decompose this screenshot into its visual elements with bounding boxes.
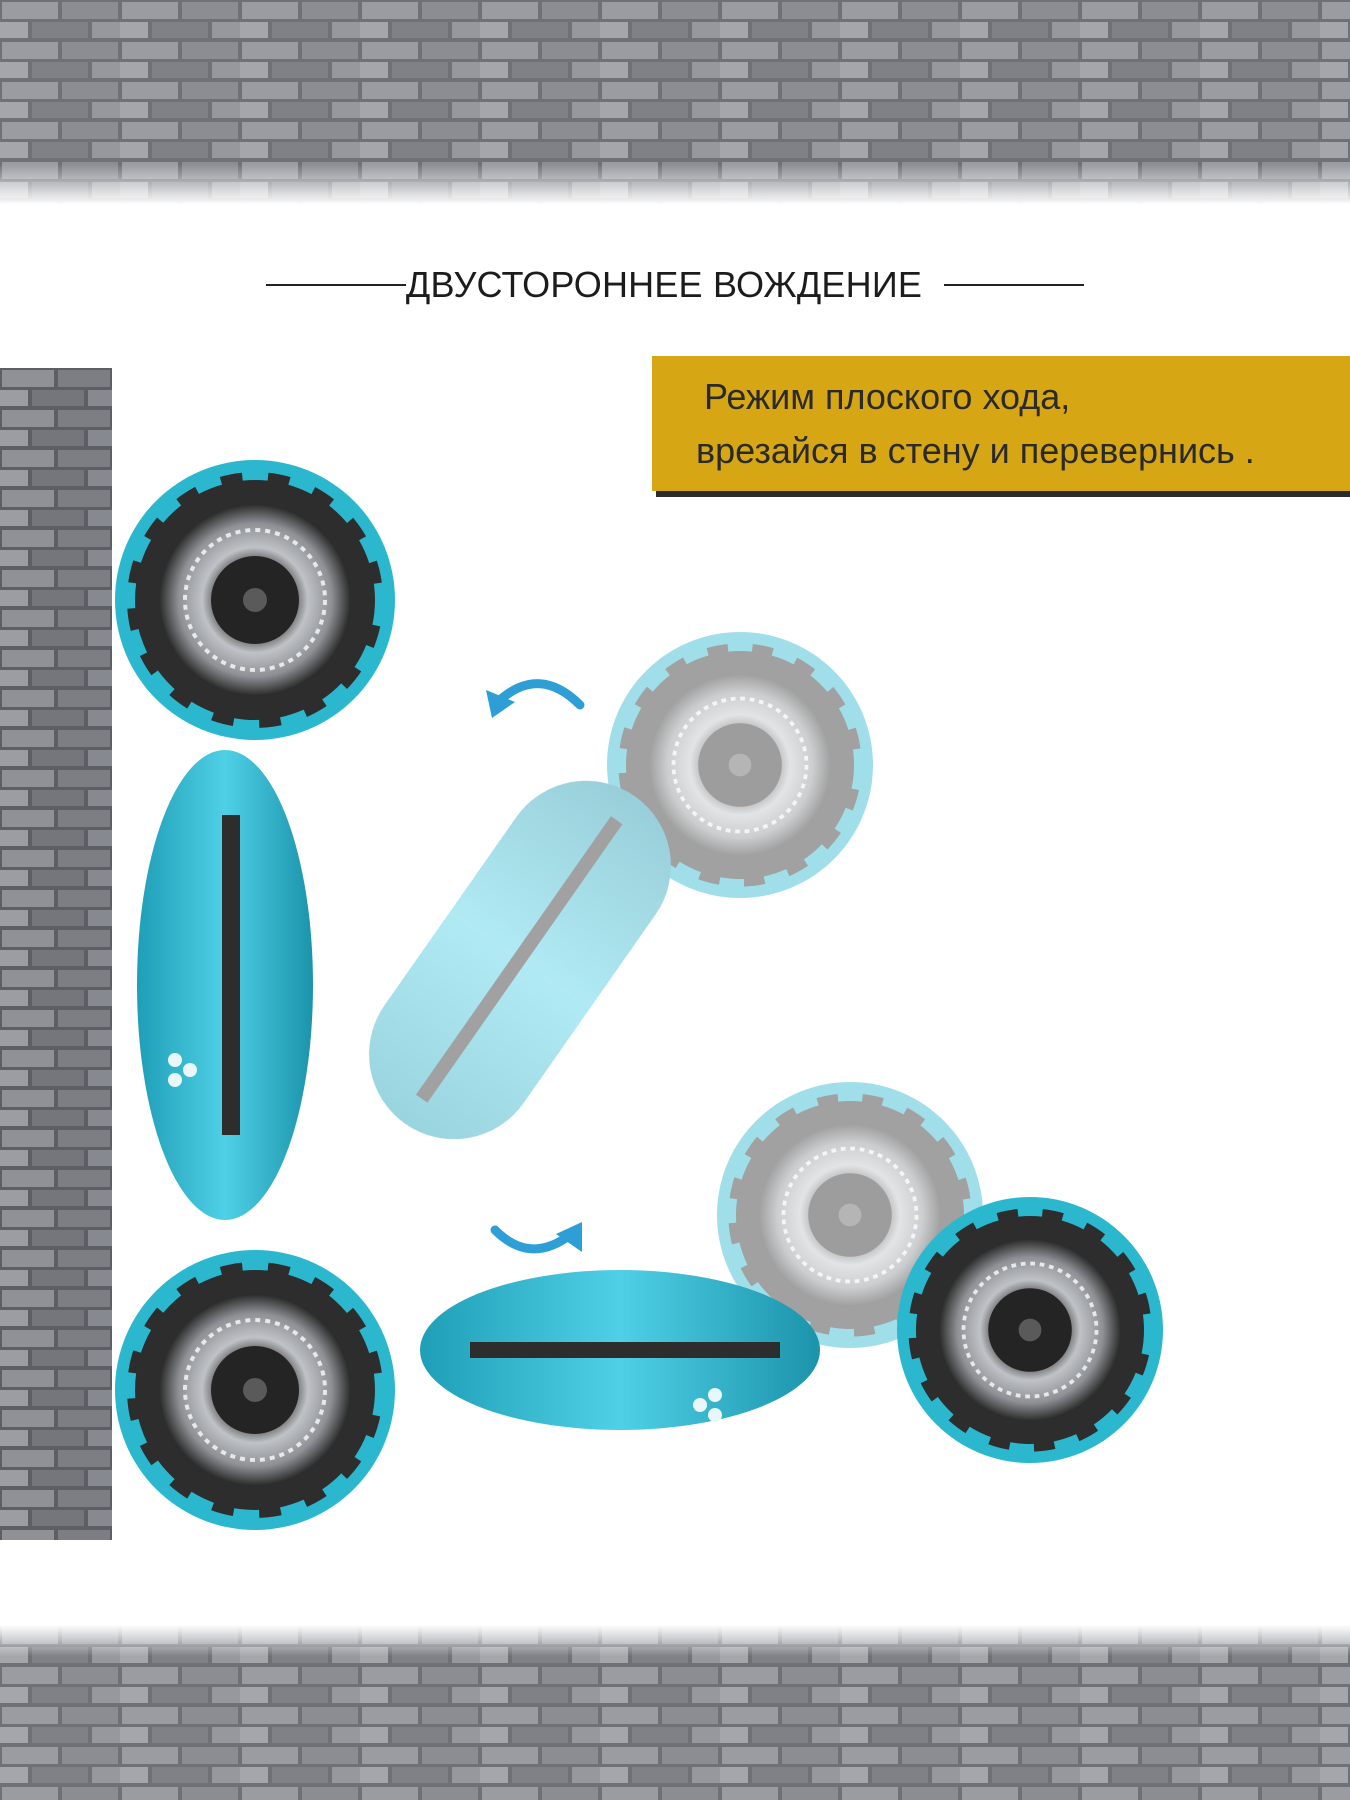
banner-line-2: врезайся в стену и переверниcь . bbox=[696, 430, 1255, 471]
car-body-horizontal bbox=[420, 1270, 820, 1430]
brick-wall-top bbox=[0, 0, 1350, 205]
section-heading: ДВУСТОРОННЕЕ ВОЖДЕНИЕ bbox=[265, 255, 1085, 315]
brick-wall-bottom bbox=[0, 1625, 1350, 1800]
feature-banner: Режим плоского хода, врезайся в стену и … bbox=[652, 356, 1350, 491]
motion-ghost-frame bbox=[369, 632, 983, 1348]
heading-text: ДВУСТОРОННЕЕ ВОЖДЕНИЕ bbox=[405, 264, 923, 305]
wheel-top-left bbox=[115, 460, 395, 740]
car-body-vertical bbox=[137, 750, 313, 1220]
heading-rule-right bbox=[944, 284, 1085, 286]
rotate-right-arrow-icon bbox=[490, 1222, 582, 1254]
wheel-bottom-right bbox=[897, 1197, 1163, 1463]
wheel-bottom-left bbox=[115, 1250, 395, 1530]
banner-line-1: Режим плоского хода, bbox=[704, 376, 1071, 417]
brick-wall-side bbox=[0, 368, 112, 1540]
rotate-left-arrow-icon bbox=[486, 679, 585, 718]
heading-rule-left bbox=[265, 284, 406, 286]
